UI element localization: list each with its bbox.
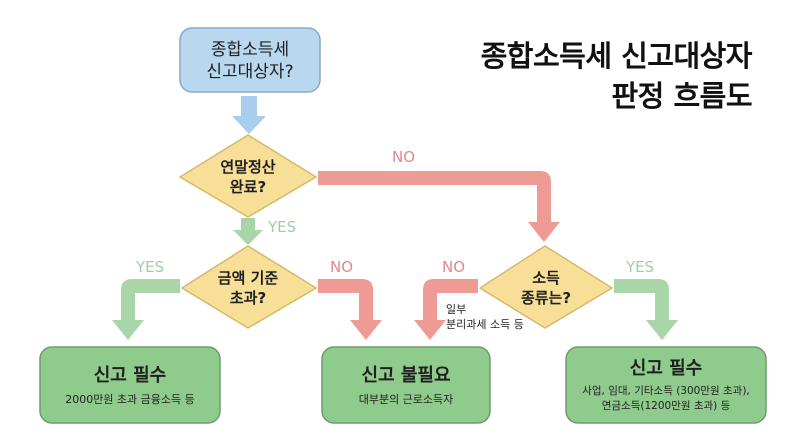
result-middle-label: 신고 불필요 대부분의 근로소득자 <box>322 347 490 423</box>
decision-amount-label: 금액 기준 초과? <box>188 266 308 310</box>
start-node-label: 종합소득세 신고대상자? <box>180 30 320 92</box>
result-left-label: 신고 필수 2000만원 초과 금융소득 등 <box>40 347 220 423</box>
result-middle-sub: 대부분의 근로소득자 <box>358 392 454 406</box>
diagram-title: 종합소득세 신고대상자 판정 흐름도 <box>480 36 753 116</box>
start-node <box>179 27 321 93</box>
income-type-no-note: 일부 분리과세 소득 등 <box>446 302 524 332</box>
result-right-sub-line-2: 연금소득(1200만원 초과) 등 <box>601 399 731 412</box>
amount-yes-arrow <box>112 279 180 340</box>
amount-yes-label: YES <box>136 258 165 276</box>
result-right-sub-line-1: 사업, 임대, 기타소득 (300만원 초과), <box>582 384 750 397</box>
result-right-title: 신고 필수 <box>629 357 703 379</box>
decision-year-end-line-1: 연말정산 <box>220 158 276 176</box>
decision-amount-node <box>181 245 317 329</box>
income-type-no-arrow <box>414 279 478 340</box>
result-left-sub: 2000만원 초과 금융소득 등 <box>65 392 195 406</box>
amount-no-arrow <box>318 279 382 340</box>
income-type-no-label: NO <box>442 258 466 276</box>
start-line-2: 신고대상자? <box>206 62 294 82</box>
decision-year-end-node <box>179 134 317 218</box>
decision-income-type-label: 소득 종류는? <box>486 266 606 310</box>
result-right-sub: 사업, 임대, 기타소득 (300만원 초과), 연금소득(1200만원 초과)… <box>582 384 750 414</box>
decision-income-type-line-1: 소득 <box>532 269 560 287</box>
year-end-yes-arrow <box>233 218 263 245</box>
decision-amount-line-2: 초과? <box>229 289 267 307</box>
year-end-no-arrow <box>318 171 560 242</box>
result-left-title: 신고 필수 <box>93 364 167 386</box>
decision-amount-line-1: 금액 기준 <box>217 269 279 287</box>
year-end-no-label: NO <box>392 148 416 166</box>
start-arrow <box>232 96 266 134</box>
title-line-1: 종합소득세 신고대상자 <box>480 39 753 73</box>
decision-year-end-label: 연말정산 완료? <box>188 155 308 199</box>
year-end-yes-label: YES <box>268 218 297 236</box>
amount-no-label: NO <box>330 258 354 276</box>
decision-income-type-line-2: 종류는? <box>520 289 572 307</box>
result-right-node <box>565 346 767 424</box>
note-line-2: 분리과세 소득 등 <box>446 318 524 331</box>
result-right-label: 신고 필수 사업, 임대, 기타소득 (300만원 초과), 연금소득(1200… <box>566 347 766 423</box>
start-line-1: 종합소득세 <box>210 40 290 60</box>
income-type-yes-label: YES <box>626 258 655 276</box>
title-line-2: 판정 흐름도 <box>611 79 753 113</box>
result-left-node <box>39 346 221 424</box>
decision-income-type-node <box>479 245 613 329</box>
decision-year-end-line-2: 완료? <box>229 178 267 196</box>
result-middle-node <box>321 346 491 424</box>
income-type-yes-arrow <box>614 279 678 340</box>
note-line-1: 일부 <box>446 303 467 316</box>
result-middle-title: 신고 불필요 <box>361 364 451 386</box>
